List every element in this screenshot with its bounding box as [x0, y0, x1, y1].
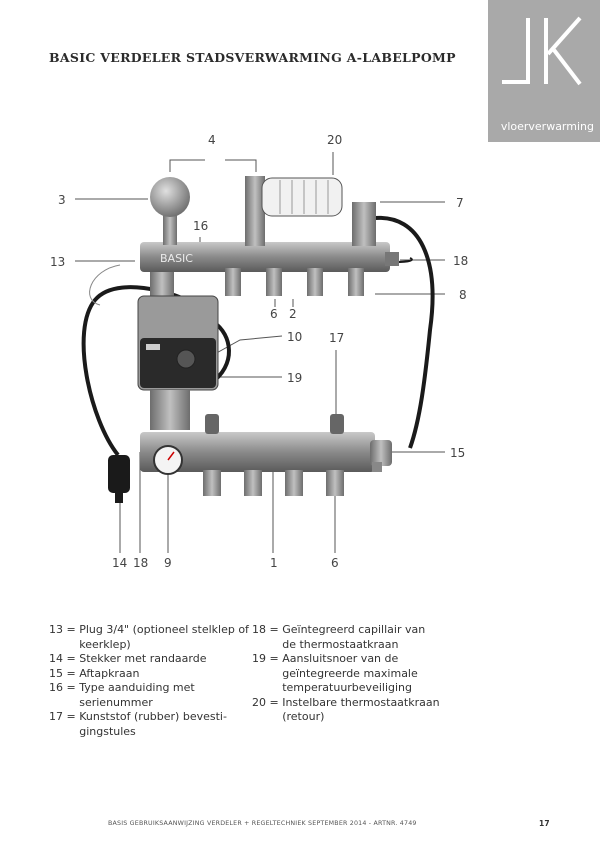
callout-4: 4	[208, 133, 216, 147]
legend-item: 16 = Type aanduiding met serienummer	[49, 681, 195, 709]
legend-item: 15 = Aftapkraan	[49, 666, 140, 680]
bottom-outlets	[203, 470, 344, 496]
page-number: 17	[539, 819, 550, 828]
legend-left: 13 = Plug 3/4" (optioneel stelklep of ke…	[49, 623, 249, 739]
callout-13: 13	[50, 255, 65, 269]
callout-2: 2	[289, 307, 297, 321]
jk-logo-icon	[502, 16, 582, 86]
legend-item: 19 = Aansluitsnoer van de geïntegreerde …	[252, 652, 418, 694]
legend-item: 20 = Instelbare thermostaatkraan (retour…	[252, 695, 440, 724]
callout-9: 9	[164, 556, 172, 570]
plug-icon	[108, 455, 130, 493]
top-manifold	[140, 242, 390, 272]
callout-16: 16	[193, 219, 208, 233]
manifold-diagram: BASIC 4 20 3 16 7 1	[50, 133, 468, 570]
brand-label: vloerverwarming	[500, 120, 594, 133]
callout-3: 3	[58, 193, 66, 207]
callout-19: 19	[287, 371, 302, 385]
callout-17: 17	[329, 331, 344, 345]
legend-item: 17 = Kunststof (rubber) bevesti-gingstul…	[49, 710, 227, 738]
callout-7: 7	[456, 196, 464, 210]
callout-10: 10	[287, 330, 302, 344]
callout-18-right: 18	[453, 254, 468, 268]
page-title: BASIC VERDELER STADSVERWARMING A-LABELPO…	[49, 50, 456, 65]
callout-6-bottom: 6	[331, 556, 339, 570]
drain-tap	[370, 440, 392, 466]
product-label: BASIC	[160, 252, 193, 265]
callout-20: 20	[327, 133, 342, 147]
legend-right: 18 = Geïntegreerd capillair van de therm…	[252, 623, 442, 725]
callout-15: 15	[450, 446, 465, 460]
thermostat-knob	[261, 177, 343, 217]
top-outlets	[225, 268, 364, 296]
footer-text: BASIS GEBRUIKSAANWIJZING VERDELER + REGE…	[108, 820, 417, 827]
legend-item: 13 = Plug 3/4" (optioneel stelklep of ke…	[49, 623, 249, 651]
callout-14: 14	[112, 556, 127, 570]
callout-6-top: 6	[270, 307, 278, 321]
callout-8: 8	[459, 288, 467, 302]
bottom-manifold	[140, 432, 375, 472]
air-vent	[150, 177, 190, 217]
legend-item: 18 = Geïntegreerd capillair van de therm…	[252, 623, 426, 651]
callout-18-bottom: 18	[133, 556, 148, 570]
legend-item: 14 = Stekker met randaarde	[49, 652, 207, 665]
brand-box: vloerverwarming	[488, 0, 600, 142]
callout-1: 1	[270, 556, 278, 570]
